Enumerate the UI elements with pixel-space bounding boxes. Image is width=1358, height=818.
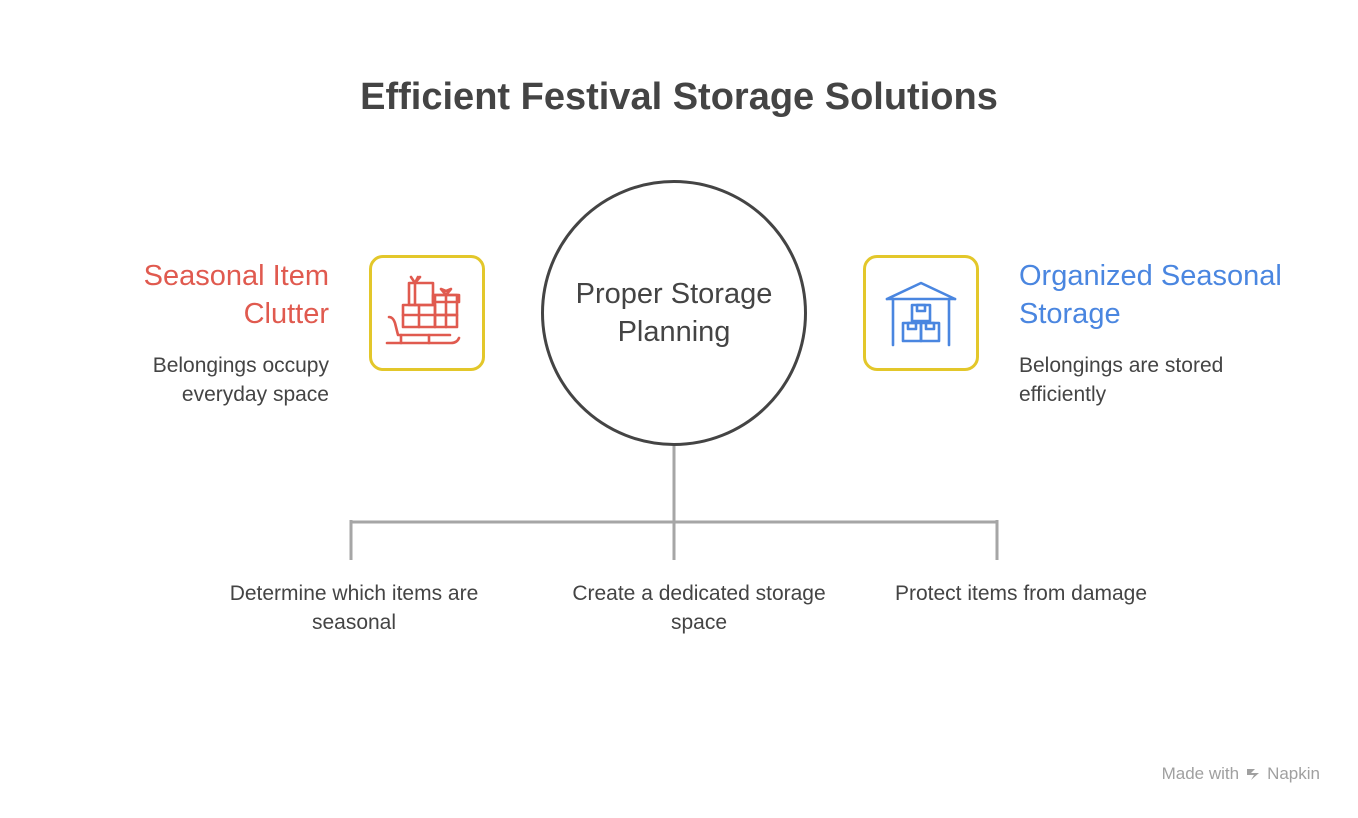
branch-label-3: Protect items from damage bbox=[894, 582, 1148, 605]
central-concept-circle: Proper Storage Planning bbox=[541, 180, 807, 446]
central-concept-label: Proper Storage Planning bbox=[575, 278, 773, 348]
diagram-title: Efficient Festival Storage Solutions bbox=[360, 76, 998, 118]
branch-label-2: Create a dedicated storage space bbox=[572, 582, 826, 634]
warehouse-boxes-icon bbox=[885, 281, 957, 347]
napkin-watermark: Made with Napkin bbox=[1162, 764, 1320, 784]
right-icon-box bbox=[863, 255, 979, 371]
branch-label-1: Determine which items are seasonal bbox=[229, 582, 479, 634]
left-icon-box bbox=[369, 255, 485, 371]
right-heading: Organized Seasonal Storage bbox=[1019, 260, 1282, 330]
left-heading: Seasonal Item Clutter bbox=[143, 260, 329, 330]
napkin-logo-icon bbox=[1247, 769, 1260, 780]
right-description: Belongings are stored efficiently bbox=[1019, 354, 1224, 406]
sleigh-gifts-icon bbox=[385, 275, 461, 345]
watermark-brand: Napkin bbox=[1267, 764, 1320, 783]
watermark-prefix: Made with bbox=[1161, 764, 1240, 783]
left-description: Belongings occupy everyday space bbox=[152, 354, 329, 406]
